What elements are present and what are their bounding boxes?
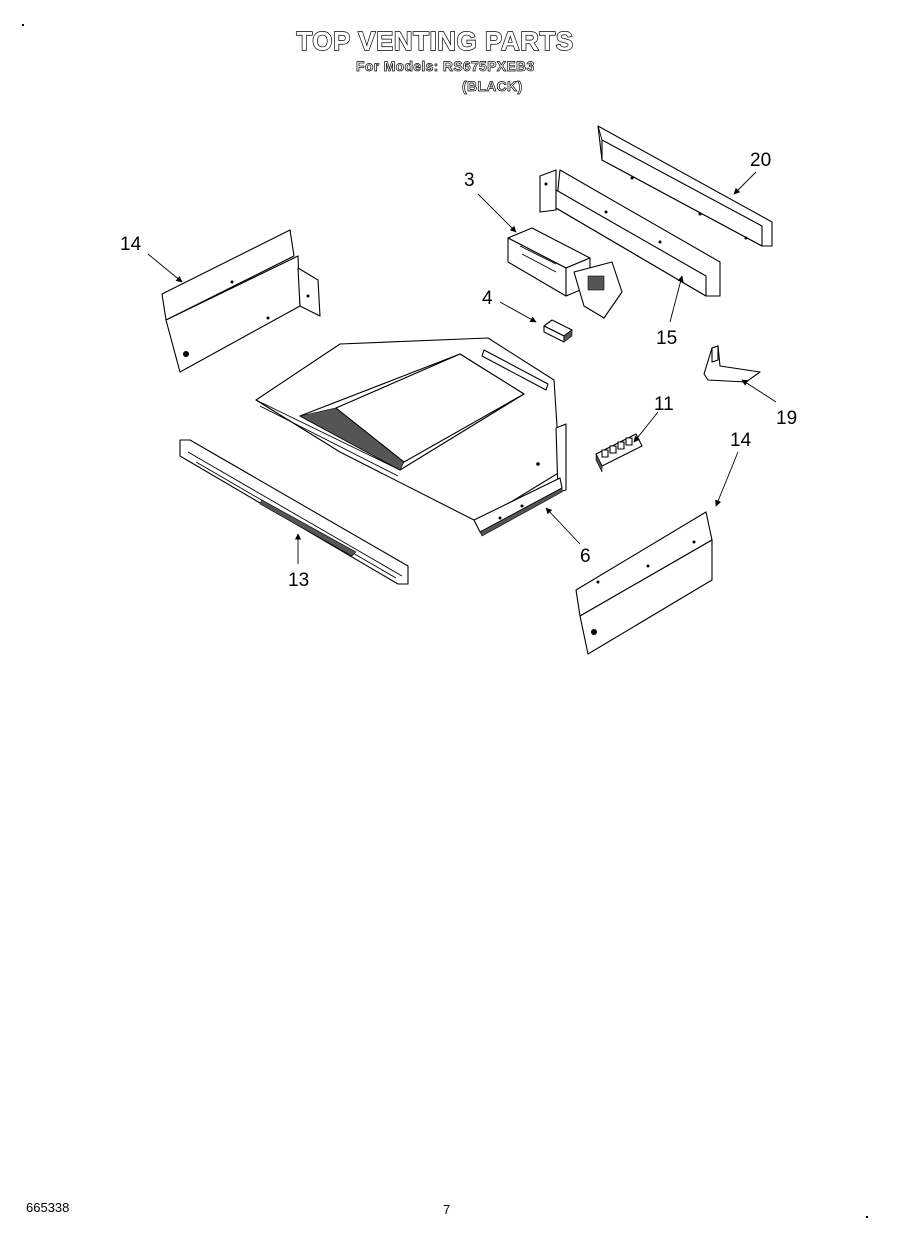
- page-number: 7: [443, 1202, 451, 1217]
- callout-labels: 20 3 14 4 15 19 11 14 6 13: [120, 150, 797, 591]
- callout-4: 4: [482, 288, 493, 309]
- part-19-bracket: [703, 345, 761, 383]
- part-14-right-panel: [575, 511, 713, 655]
- models-line: For Models: RS675PXEB3: [356, 58, 535, 75]
- color-note: (BLACK): [462, 78, 523, 95]
- part-4-block: [543, 319, 573, 343]
- leader-lines: [147, 171, 777, 564]
- callout-11: 11: [654, 394, 674, 415]
- corner-mark-bottom: [866, 1216, 868, 1218]
- part-3-motor-assembly: [507, 227, 623, 319]
- callout-14-right: 14: [730, 430, 752, 451]
- callout-15: 15: [656, 328, 677, 349]
- callout-3: 3: [464, 170, 475, 191]
- part-11-terminal-block: [595, 433, 643, 473]
- corner-mark-top: [22, 24, 24, 26]
- callout-13: 13: [288, 570, 309, 591]
- vent-tray: [255, 337, 567, 523]
- callout-19: 19: [776, 408, 797, 429]
- page-title: TOP VENTING PARTS: [296, 25, 574, 56]
- part-15-channel: [539, 169, 721, 297]
- callout-6: 6: [580, 546, 591, 567]
- part-6-front-lip: [473, 477, 563, 537]
- document-code: 665338: [26, 1200, 70, 1215]
- callout-14-left: 14: [120, 234, 142, 255]
- part-20-rear-channel: [597, 125, 773, 247]
- part-13-trim-strip: [179, 439, 409, 585]
- callout-20: 20: [750, 150, 771, 171]
- part-14-left-bracket: [161, 229, 321, 373]
